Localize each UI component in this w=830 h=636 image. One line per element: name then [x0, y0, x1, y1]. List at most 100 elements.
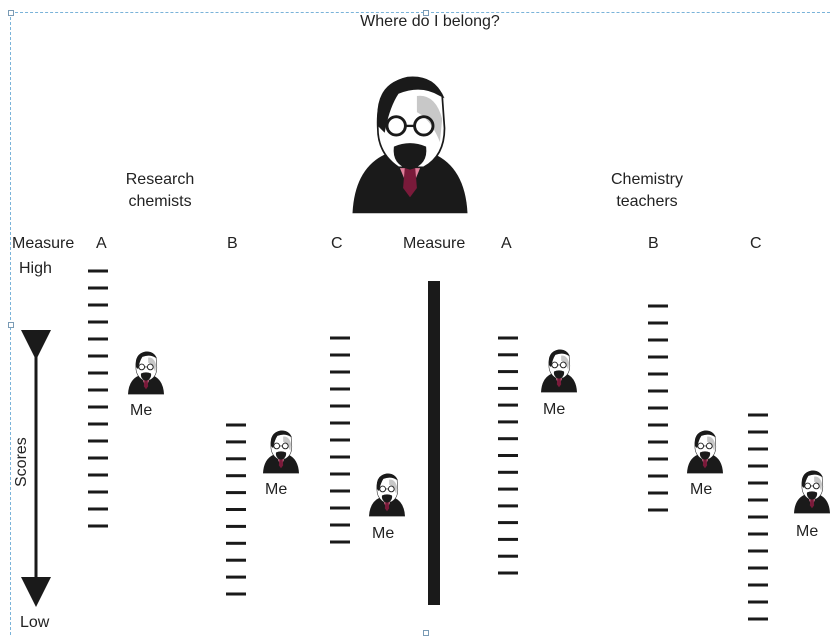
- column-label-c-right: C: [750, 235, 762, 252]
- group-label-teachers-line2: teachers: [616, 193, 678, 210]
- scale-tick: [330, 489, 350, 493]
- me-portrait-icon: [540, 349, 578, 393]
- me-label: Me: [543, 401, 566, 418]
- me-portrait-icon: [368, 473, 406, 517]
- me-label: Me: [130, 402, 153, 419]
- group-label-teachers-line1: Chemistry: [610, 171, 683, 188]
- column-label-a-right: A: [501, 235, 512, 252]
- me-portrait-icon: [686, 430, 724, 474]
- me-label: Me: [796, 523, 819, 540]
- diagram-title: Where do I belong?: [360, 13, 500, 30]
- scale-tick: [748, 583, 768, 587]
- scale-tick: [748, 515, 768, 519]
- scale-tick: [226, 558, 246, 562]
- scale-tick: [88, 354, 108, 358]
- me-label: Me: [265, 481, 288, 498]
- scale-tick: [226, 440, 246, 444]
- me-label: Me: [372, 525, 395, 542]
- scale-tick: [88, 524, 108, 528]
- me-portrait-icon: [793, 470, 830, 514]
- scale-tick: [648, 304, 668, 308]
- scale-tick: [226, 575, 246, 579]
- scale-tick: [226, 592, 246, 596]
- scale-tick: [498, 353, 518, 357]
- scale-tick: [226, 491, 246, 495]
- scale-tick: [748, 413, 768, 417]
- scale-tick: [748, 600, 768, 604]
- selection-frame-top: [10, 12, 830, 13]
- me-portrait-icon: [262, 430, 300, 474]
- scale-tick: [498, 454, 518, 457]
- scale-tick: [648, 321, 668, 325]
- scale-tick: [498, 504, 518, 508]
- scale-tick: [498, 521, 518, 525]
- scale-tick: [498, 571, 518, 575]
- scale-tick: [648, 389, 668, 393]
- scale-tick: [226, 541, 246, 545]
- scale-tick: [330, 506, 350, 510]
- scale-tick: [88, 405, 108, 409]
- scale-tick: [88, 388, 108, 392]
- scale-tick: [648, 406, 668, 410]
- scale-tick: [748, 549, 768, 553]
- scale-tick: [330, 455, 350, 459]
- scale-tick: [88, 490, 108, 494]
- scale-tick: [330, 387, 350, 391]
- scale-tick: [498, 537, 518, 541]
- scale-tick: [498, 487, 518, 491]
- scale-tick: [648, 508, 668, 512]
- scale-tick: [498, 370, 518, 374]
- scale-tick: [498, 437, 518, 441]
- scale-tick: [226, 508, 246, 511]
- scale-tick: [88, 320, 108, 324]
- measure-label-left: Measure: [12, 235, 75, 252]
- scale-tick: [498, 386, 518, 390]
- scale-tick: [748, 447, 768, 451]
- column-label-b-right: B: [648, 235, 659, 252]
- scale-tick: [88, 303, 108, 307]
- scale-tick: [748, 430, 768, 434]
- center-divider-bar: [428, 281, 440, 605]
- resize-handle[interactable]: [8, 322, 14, 328]
- column-label-b-left: B: [227, 235, 238, 252]
- scale-tick: [330, 421, 350, 425]
- scale-tick: [498, 554, 518, 558]
- scale-tick: [226, 423, 246, 427]
- scale-tick: [648, 491, 668, 495]
- scale-tick: [330, 472, 350, 476]
- scale-tick: [748, 617, 768, 621]
- scale-tick: [498, 470, 518, 474]
- column-label-c-left: C: [331, 235, 343, 252]
- scale-tick: [330, 540, 350, 544]
- resize-handle[interactable]: [8, 10, 14, 16]
- scale-tick: [648, 355, 668, 359]
- measure-label-center: Measure: [403, 235, 466, 252]
- scale-tick: [88, 371, 108, 375]
- scale-tick: [226, 524, 246, 528]
- scale-tick: [498, 403, 518, 407]
- scale-tick: [648, 423, 668, 427]
- scale-tick: [88, 507, 108, 511]
- scale-tick: [648, 338, 668, 342]
- scale-tick: [648, 440, 668, 444]
- scale-tick: [88, 422, 108, 426]
- axis-high-label: High: [19, 260, 52, 277]
- axis-low-label: Low: [20, 614, 50, 631]
- scale-tick: [330, 353, 350, 357]
- resize-handle[interactable]: [423, 10, 429, 16]
- scale-tick: [648, 457, 668, 461]
- group-label-research-line2: chemists: [128, 193, 192, 210]
- scale-tick: [88, 269, 108, 273]
- scale-tick: [498, 420, 518, 424]
- scale-tick: [330, 404, 350, 408]
- scale-tick: [748, 566, 768, 570]
- scale-tick: [88, 439, 108, 443]
- column-label-a-left: A: [96, 235, 107, 252]
- scale-tick: [330, 523, 350, 527]
- scale-tick: [748, 532, 768, 536]
- scale-tick: [748, 464, 768, 468]
- scale-tick: [748, 498, 768, 502]
- scale-tick: [226, 457, 246, 461]
- scale-tick: [330, 370, 350, 374]
- scale-tick: [498, 336, 518, 340]
